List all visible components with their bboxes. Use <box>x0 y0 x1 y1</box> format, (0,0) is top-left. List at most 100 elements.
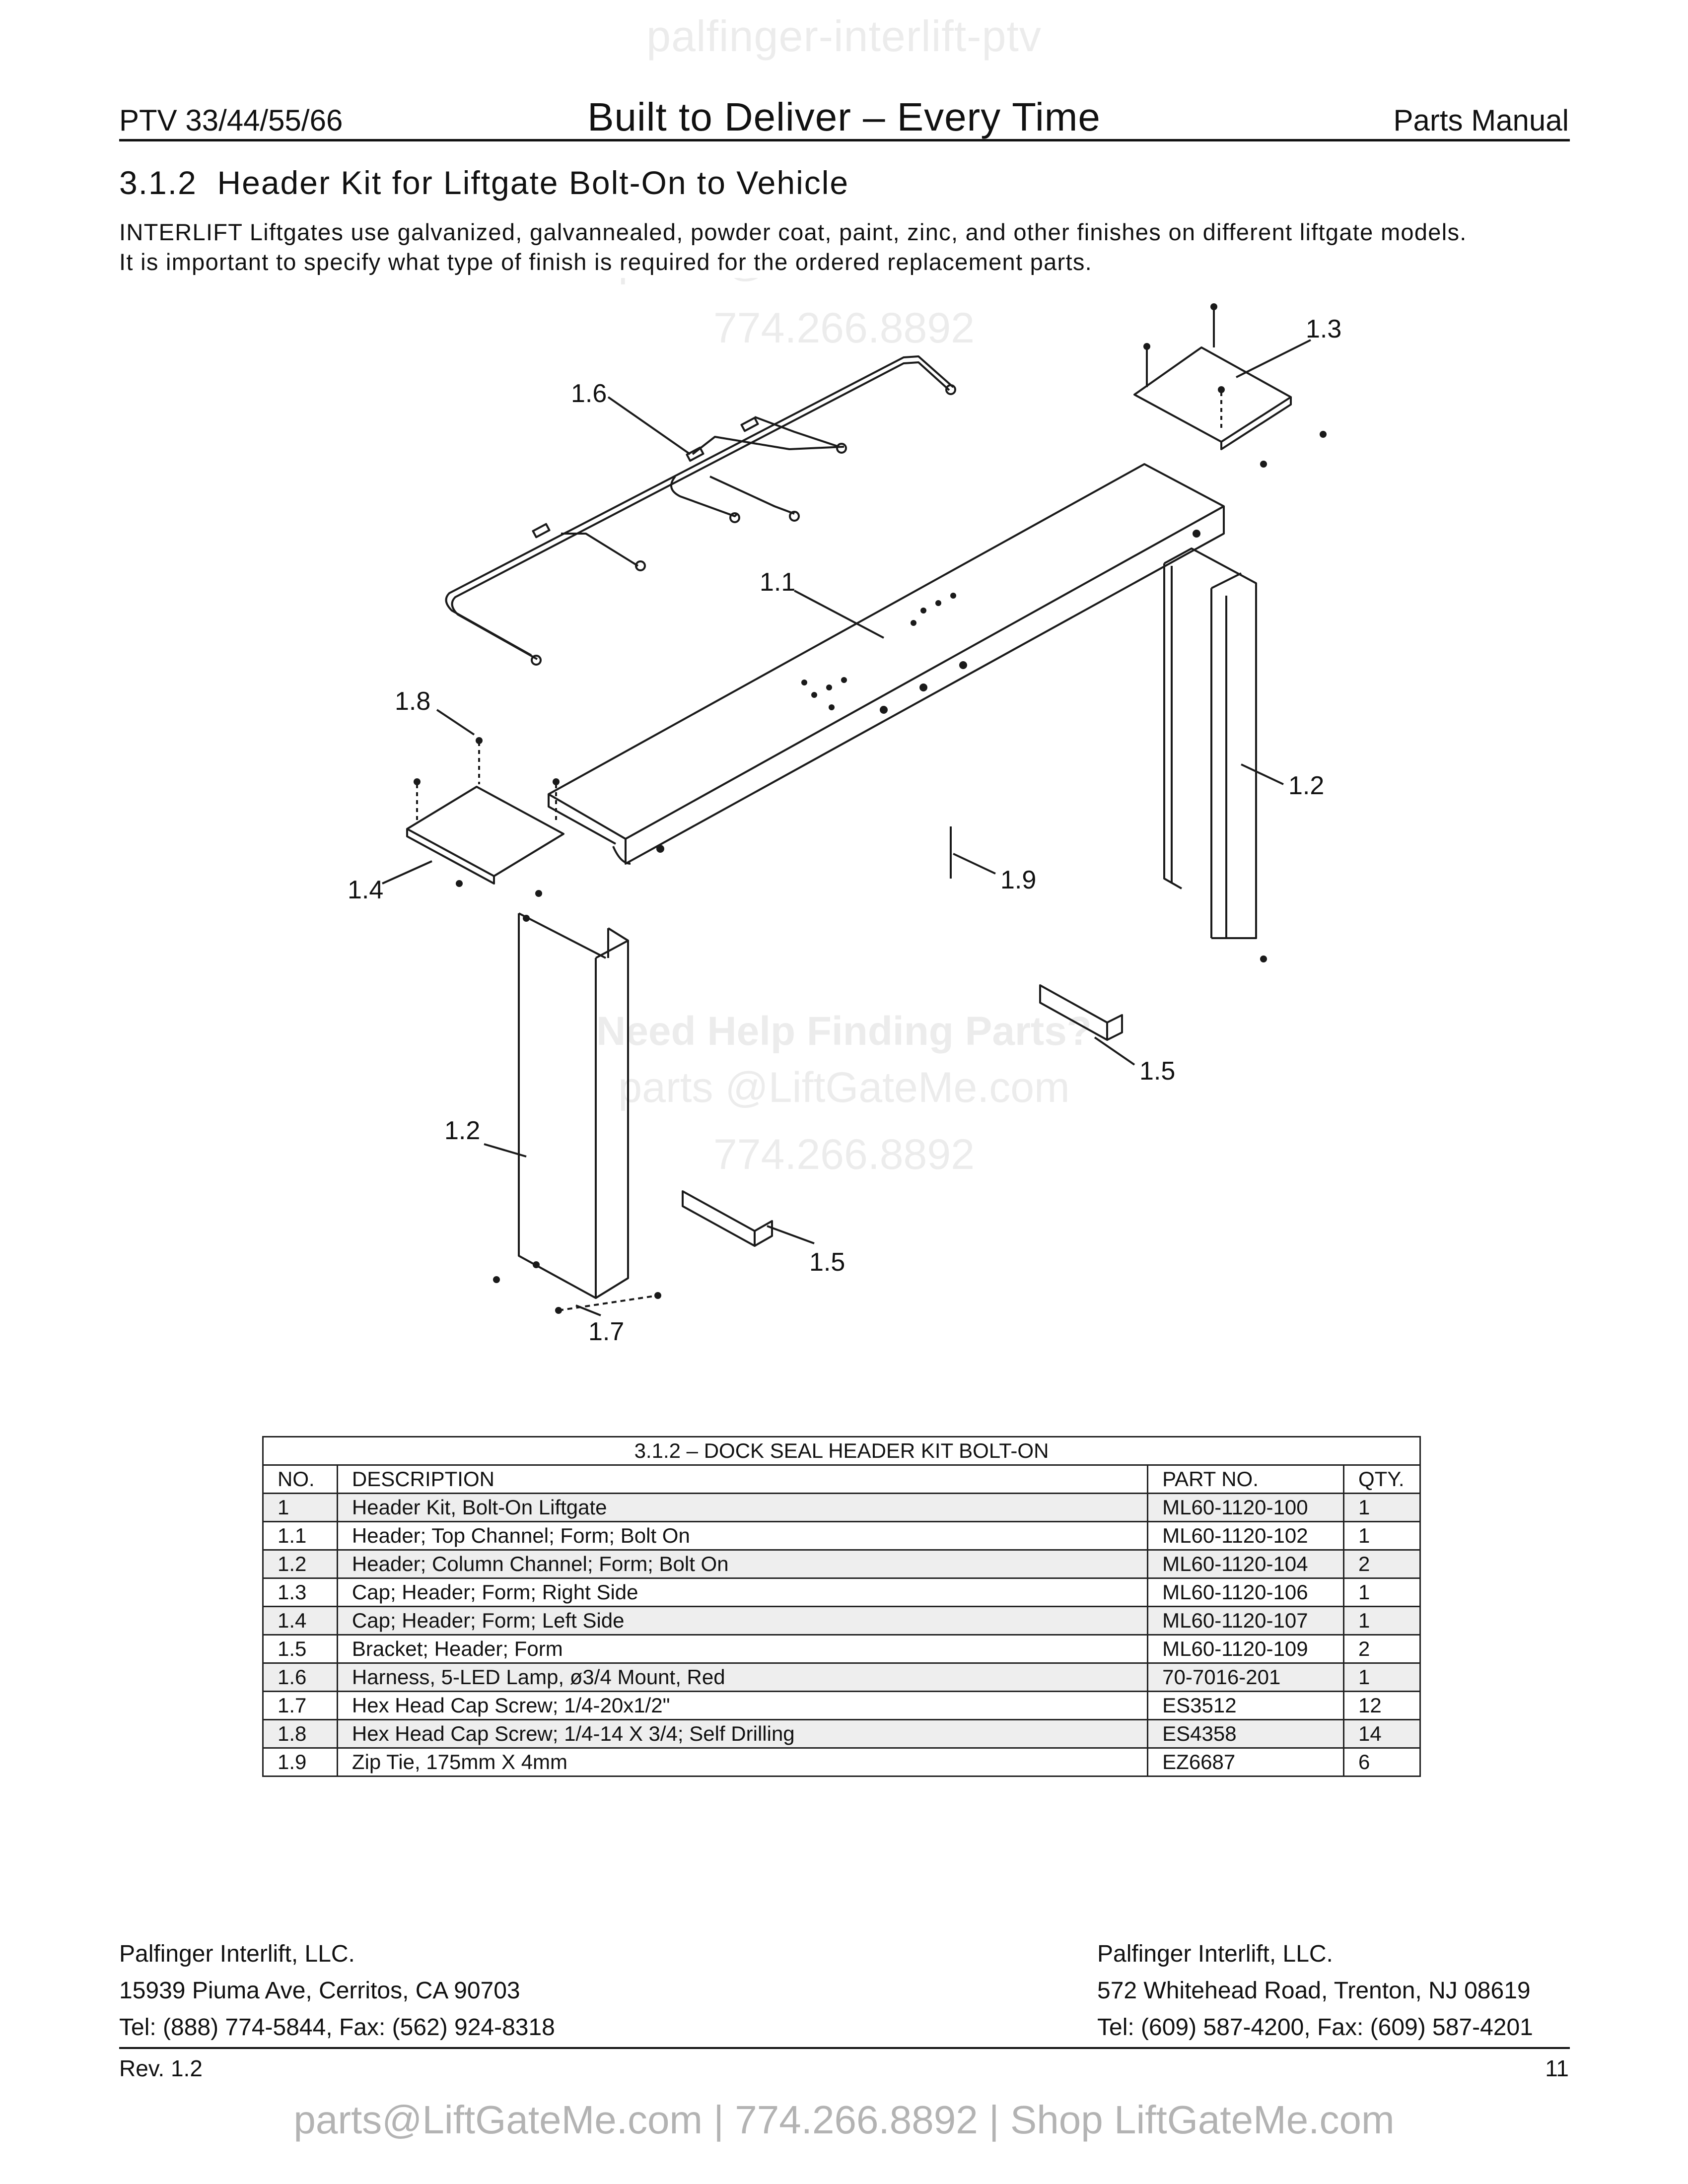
watermark-phone-2: 774.266.8892 <box>713 1131 975 1178</box>
bracket-lower-part <box>682 1190 773 1247</box>
cell-part-no: ML60-1120-109 <box>1147 1634 1344 1664</box>
table-row: 1.4 Cap; Header; Form; Left Side ML60-11… <box>262 1606 1421 1636</box>
cell-no: 1.2 <box>262 1549 338 1579</box>
cell-no: 1.5 <box>262 1634 338 1664</box>
cell-part-no: ML60-1120-100 <box>1147 1493 1344 1522</box>
left-column-part <box>518 912 629 1299</box>
cell-qty: 14 <box>1342 1719 1421 1749</box>
col-header-no: NO. <box>262 1464 338 1494</box>
left-cap-part <box>406 742 564 885</box>
watermark-email-1: parts @LiftGateMe.com <box>618 278 1069 285</box>
cell-description: Header; Column Channel; Form; Bolt On <box>336 1549 1149 1579</box>
table-row: 1.1 Header; Top Channel; Form; Bolt On M… <box>262 1521 1421 1551</box>
cell-part-no: 70-7016-201 <box>1147 1662 1344 1692</box>
revision-label: Rev. 1.2 <box>119 2055 203 2081</box>
cell-no: 1.8 <box>262 1719 338 1749</box>
cell-description: Hex Head Cap Screw; 1/4-20x1/2" <box>336 1691 1149 1720</box>
cell-qty: 1 <box>1342 1521 1421 1551</box>
right-column-part <box>1163 547 1257 939</box>
cell-no: 1.6 <box>262 1662 338 1692</box>
table-row: 1.2 Header; Column Channel; Form; Bolt O… <box>262 1549 1421 1579</box>
col-header-qty: QTY. <box>1342 1464 1421 1494</box>
cell-no: 1.9 <box>262 1747 338 1777</box>
footer-left-phone: Tel: (888) 774-5844, Fax: (562) 924-8318 <box>119 2014 555 2041</box>
top-channel-holes <box>656 530 1200 853</box>
cell-qty: 1 <box>1342 1662 1421 1692</box>
cell-no: 1 <box>262 1493 338 1522</box>
footer-right-address: 572 Whitehead Road, Trenton, NJ 08619 <box>1097 1978 1531 2004</box>
watermark-help-2: Need Help Finding Parts? <box>596 1009 1092 1054</box>
callout-1-5-lower: 1.5 <box>809 1248 845 1277</box>
table-row: 1.8 Hex Head Cap Screw; 1/4-14 X 3/4; Se… <box>262 1719 1421 1749</box>
cell-description: Cap; Header; Form; Right Side <box>336 1577 1149 1607</box>
bracket-upper-part <box>1039 984 1123 1041</box>
watermark-top: palfinger-interlift-ptv <box>646 11 1042 61</box>
cell-part-no: ML60-1120-102 <box>1147 1521 1344 1551</box>
cell-qty: 1 <box>1342 1577 1421 1607</box>
callout-1-1: 1.1 <box>760 568 795 597</box>
cell-no: 1.4 <box>262 1606 338 1636</box>
intro-line-2: It is important to specify what type of … <box>119 249 1093 275</box>
header-slogan: Built to Deliver – Every Time <box>587 95 1101 139</box>
table-row: 1.6 Harness, 5-LED Lamp, ø3/4 Mount, Red… <box>262 1662 1421 1692</box>
table-row: 1 Header Kit, Bolt-On Liftgate ML60-1120… <box>262 1493 1421 1522</box>
cell-qty: 2 <box>1342 1549 1421 1579</box>
col-header-description: DESCRIPTION <box>336 1464 1149 1494</box>
callout-1-2-left: 1.2 <box>444 1116 480 1145</box>
header-rule <box>119 139 1570 141</box>
table-row: 1.7 Hex Head Cap Screw; 1/4-20x1/2" ES35… <box>262 1691 1421 1720</box>
cell-part-no: ML60-1120-104 <box>1147 1549 1344 1579</box>
cell-part-no: EZ6687 <box>1147 1747 1344 1777</box>
cell-part-no: ML60-1120-106 <box>1147 1577 1344 1607</box>
cell-description: Header; Top Channel; Form; Bolt On <box>336 1521 1149 1551</box>
cell-description: Harness, 5-LED Lamp, ø3/4 Mount, Red <box>336 1662 1149 1692</box>
cell-part-no: ES4358 <box>1147 1719 1344 1749</box>
page-number: 11 <box>1545 2055 1569 2081</box>
footer-right-phone: Tel: (609) 587-4200, Fax: (609) 587-4201 <box>1097 2014 1533 2041</box>
parts-table: 3.1.2 – DOCK SEAL HEADER KIT BOLT-ON NO.… <box>262 1436 1421 1777</box>
contact-bar: parts@LiftGateMe.com | 774.266.8892 | Sh… <box>293 2098 1395 2142</box>
top-channel-part <box>548 463 1225 865</box>
table-header-row: NO. DESCRIPTION PART NO. QTY. <box>262 1464 1421 1494</box>
section-number: 3.1.2 <box>119 164 197 201</box>
cell-description: Cap; Header; Form; Left Side <box>336 1606 1149 1636</box>
cell-description: Header Kit, Bolt-On Liftgate <box>336 1493 1149 1522</box>
section-title-text: Header Kit for Liftgate Bolt-On to Vehic… <box>217 164 849 201</box>
cell-qty: 2 <box>1342 1634 1421 1664</box>
cell-part-no: ES3512 <box>1147 1691 1344 1720</box>
screws <box>414 303 1327 1314</box>
callout-1-7: 1.7 <box>588 1317 624 1346</box>
screw-spacing-marker <box>558 1295 658 1311</box>
footer-rule <box>119 2047 1570 2049</box>
footer-left-address: 15939 Piuma Ave, Cerritos, CA 90703 <box>119 1978 520 2004</box>
callout-1-9: 1.9 <box>1000 866 1036 894</box>
header-doc-type: Parts Manual <box>1393 104 1569 137</box>
footer-address-west: Palfinger Interlift, LLC. 15939 Piuma Av… <box>119 1936 555 2046</box>
watermark-email-2: parts @LiftGateMe.com <box>618 1064 1069 1111</box>
exploded-parts-diagram: Need Help Finding Parts? parts @LiftGate… <box>348 278 1341 1346</box>
watermark-phone-1: 774.266.8892 <box>713 304 975 352</box>
footer-left-company: Palfinger Interlift, LLC. <box>119 1941 355 1967</box>
cell-qty: 1 <box>1342 1493 1421 1522</box>
cell-part-no: ML60-1120-107 <box>1147 1606 1344 1636</box>
intro-paragraph: INTERLIFT Liftgates use galvanized, galv… <box>119 217 1579 277</box>
callout-1-3: 1.3 <box>1306 315 1341 343</box>
cell-no: 1.1 <box>262 1521 338 1551</box>
callout-1-4: 1.4 <box>348 876 383 904</box>
harness-part <box>445 355 956 666</box>
footer-right-company: Palfinger Interlift, LLC. <box>1097 1941 1333 1967</box>
cell-qty: 6 <box>1342 1747 1421 1777</box>
cell-description: Zip Tie, 175mm X 4mm <box>336 1747 1149 1777</box>
table-caption: 3.1.2 – DOCK SEAL HEADER KIT BOLT-ON <box>262 1436 1421 1466</box>
callout-1-2-right: 1.2 <box>1288 771 1324 800</box>
table-row: 1.3 Cap; Header; Form; Right Side ML60-1… <box>262 1577 1421 1607</box>
cell-description: Bracket; Header; Form <box>336 1634 1149 1664</box>
right-cap-part <box>1133 308 1292 450</box>
cell-qty: 1 <box>1342 1606 1421 1636</box>
callout-1-8: 1.8 <box>395 687 430 716</box>
intro-line-1: INTERLIFT Liftgates use galvanized, galv… <box>119 219 1467 245</box>
header-model: PTV 33/44/55/66 <box>119 104 343 137</box>
table-row: 1.9 Zip Tie, 175mm X 4mm EZ6687 6 <box>262 1747 1421 1777</box>
table-caption-row: 3.1.2 – DOCK SEAL HEADER KIT BOLT-ON <box>262 1436 1421 1466</box>
cell-qty: 12 <box>1342 1691 1421 1720</box>
